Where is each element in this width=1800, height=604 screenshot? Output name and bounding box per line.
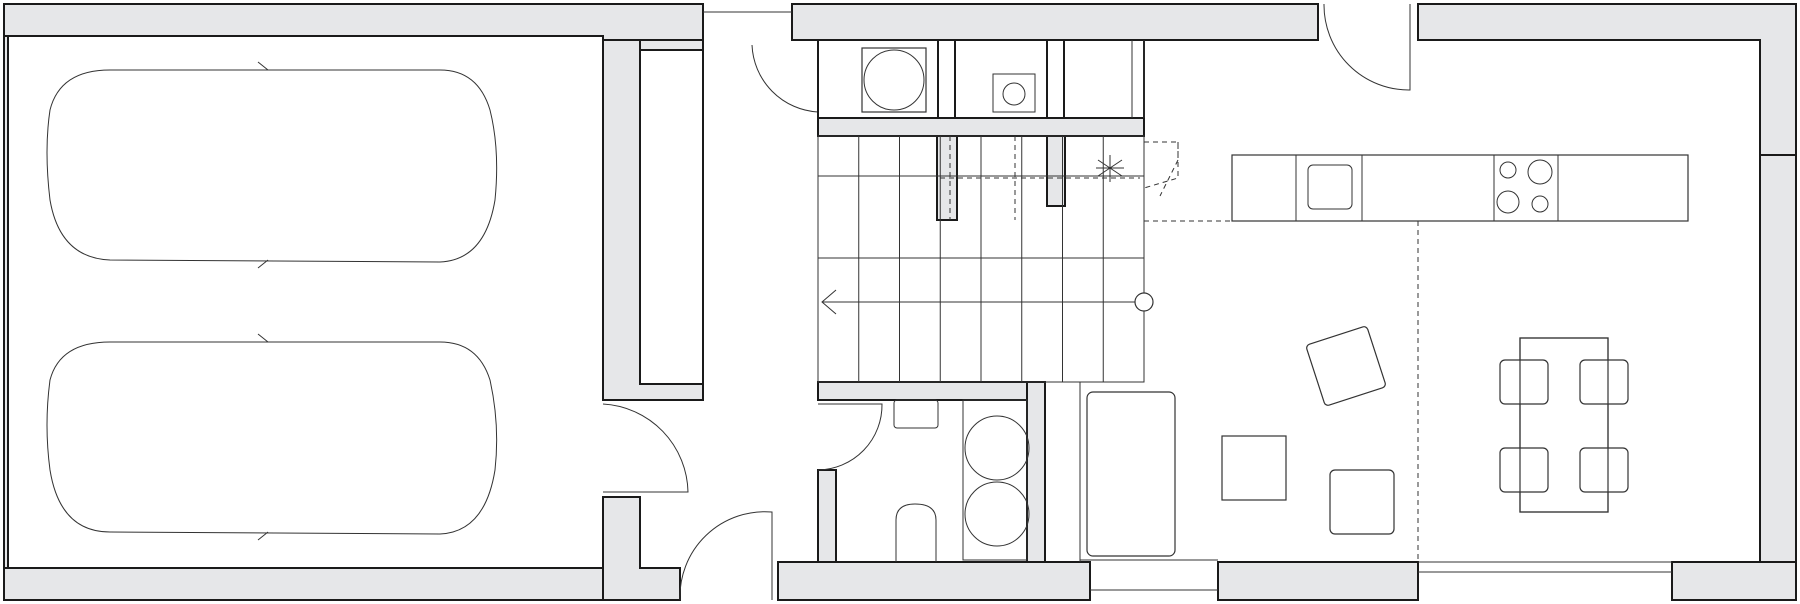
burner-icon [1527, 159, 1553, 185]
dining-chair-3 [1499, 447, 1549, 493]
staircase [817, 135, 1154, 383]
utility-closets [817, 39, 1145, 119]
sofa [1079, 382, 1218, 562]
cooktop [1493, 154, 1559, 222]
bathroom [893, 399, 1030, 562]
kitchen-counter [1144, 154, 1689, 222]
coffee-table [1221, 435, 1287, 501]
burner-icon [1531, 195, 1549, 213]
stair-direction-arrow [821, 289, 1144, 315]
fridge-symbol [1096, 141, 1179, 197]
car-2 [46, 333, 498, 541]
washer-icon [964, 415, 1030, 481]
dining-chair-4 [1579, 447, 1629, 493]
car-1 [46, 61, 498, 269]
burner-icon [1499, 161, 1517, 179]
sink-icon [893, 399, 939, 429]
dining-chair-2 [1579, 359, 1629, 405]
door-swings [602, 3, 1411, 601]
kitchen-sink [1295, 154, 1363, 222]
dining-table [1417, 221, 1629, 562]
window-lines [703, 11, 1672, 591]
dining-chair-1 [1499, 359, 1549, 405]
armchair-1 [1306, 326, 1386, 406]
stair-start-marker [1134, 292, 1154, 312]
burner-icon [1496, 190, 1520, 214]
armchair-2 [1329, 469, 1395, 535]
dryer-icon [964, 481, 1030, 547]
toilet-icon [895, 503, 937, 562]
exterior-walls [3, 3, 1797, 601]
